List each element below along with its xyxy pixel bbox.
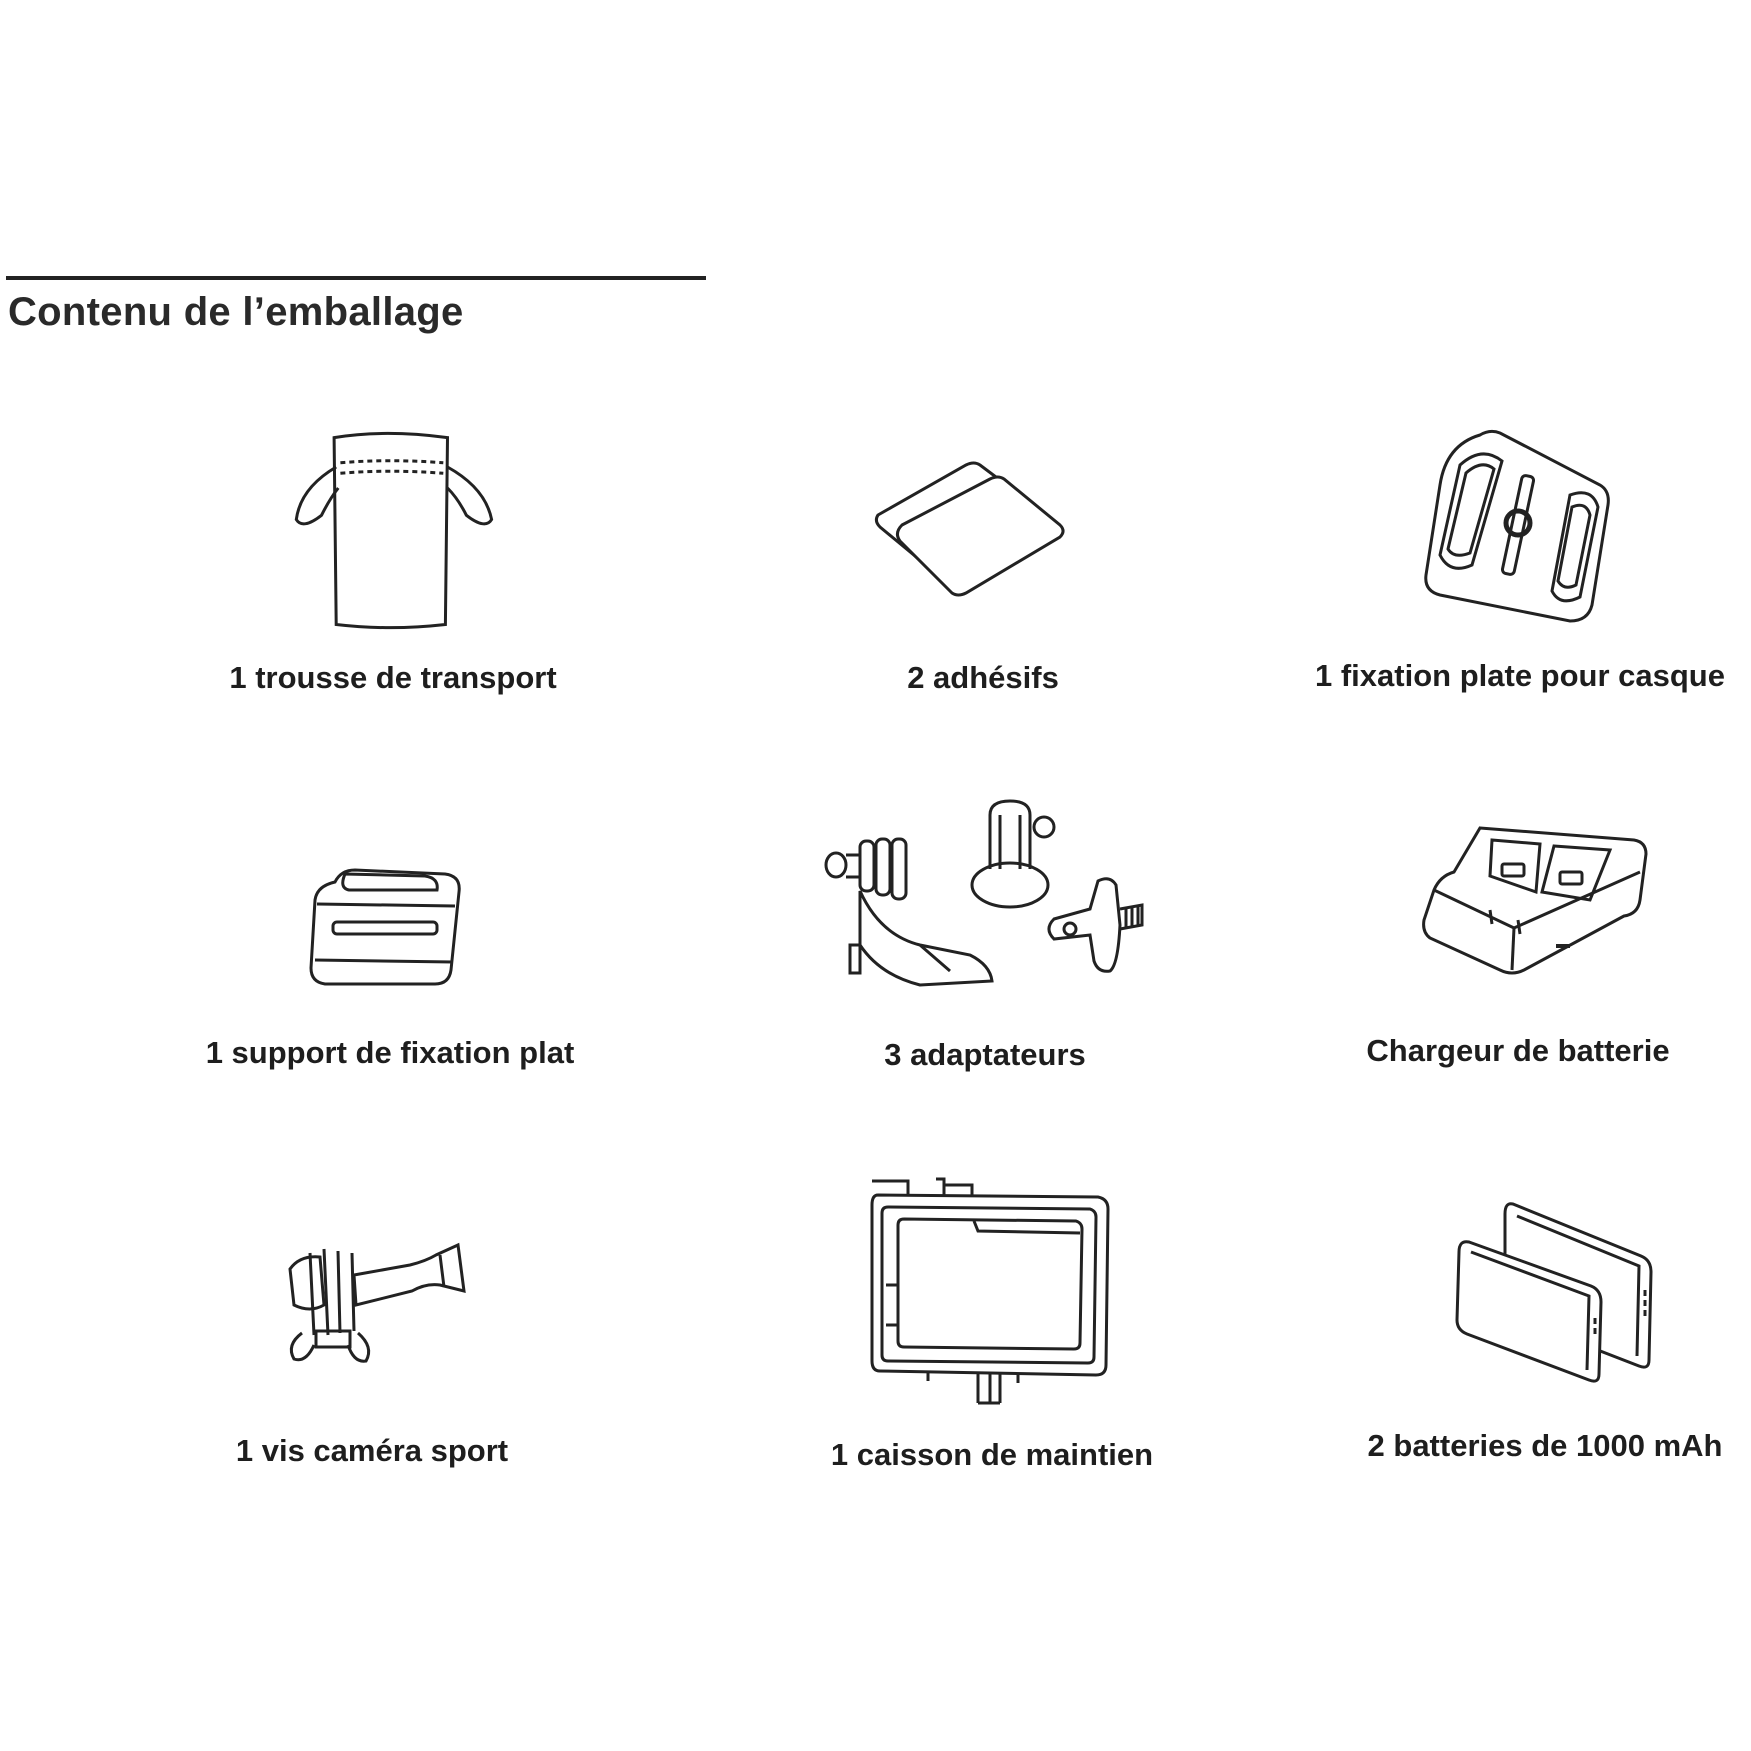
adhesive-pads-icon — [870, 455, 1070, 605]
frame-housing-icon — [868, 1175, 1113, 1405]
item-label: 1 caisson de maintien — [830, 1437, 1154, 1472]
flat-mount-support-icon — [305, 860, 465, 990]
batteries-icon — [1455, 1200, 1655, 1385]
item-label: 2 batteries de 1000 mAh — [1367, 1428, 1723, 1463]
helmet-flat-mount-icon — [1420, 425, 1620, 635]
item-label: 1 vis caméra sport — [235, 1433, 509, 1468]
item-label: 1 support de fixation plat — [205, 1035, 575, 1070]
adapters-icon — [820, 795, 1150, 995]
item-label: 1 trousse de transport — [229, 660, 557, 695]
item-label: Chargeur de batterie — [1366, 1033, 1670, 1068]
item-label: 3 adaptateurs — [884, 1037, 1086, 1072]
page-title: Contenu de l’emballage — [8, 290, 464, 334]
carry-pouch-icon — [290, 425, 500, 635]
item-label: 1 fixation plate pour casque — [1315, 658, 1725, 693]
thumb-screw-icon — [280, 1235, 470, 1365]
item-label: 2 adhésifs — [907, 660, 1059, 695]
section-divider — [6, 276, 706, 280]
battery-charger-icon — [1420, 820, 1650, 980]
